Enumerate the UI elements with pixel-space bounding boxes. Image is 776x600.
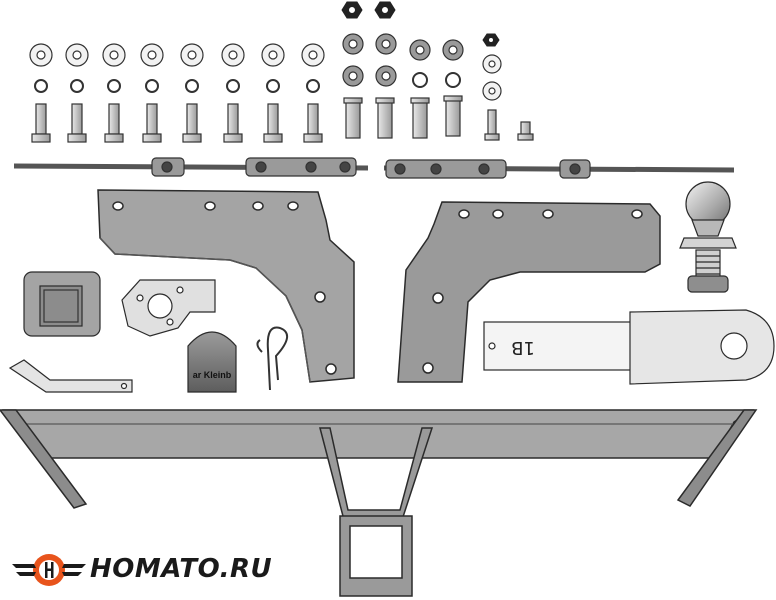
left-side-bracket [97,189,355,383]
tow-ball-cap: ar Kleinb [187,331,237,393]
electrical-socket-plate [121,279,216,337]
homato-logo: HOMATO.RU [10,548,272,592]
cross-beam [0,409,758,597]
threaded-rods [13,157,735,179]
homato-logo-text: HOMATO.RU [90,554,273,584]
spring-washers [34,72,461,93]
cap-label: ar Kleinb [193,370,232,380]
tow-ball [679,181,737,293]
homato-emblem-icon [12,554,86,586]
right-side-bracket [397,201,661,383]
hex-nuts-top [341,1,500,47]
bolts [31,95,534,143]
flat-washers [29,33,502,101]
receiver-cover [23,271,101,337]
ball-mount-insert: 1B [483,309,775,385]
hitch-pin [8,359,133,393]
hitch-pin-clip [256,326,288,391]
insert-marking: 1B [511,337,535,358]
